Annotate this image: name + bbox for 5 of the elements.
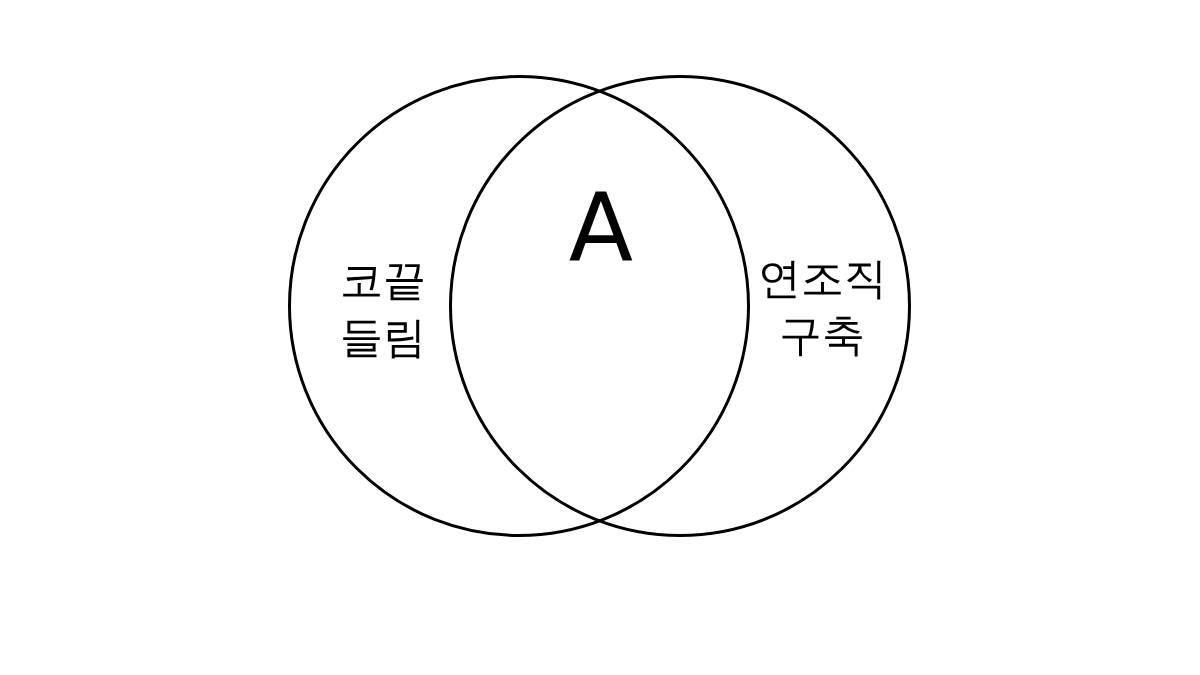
venn-circle <box>449 75 911 537</box>
set-label: 연조직 구축 <box>756 252 888 362</box>
venn-circle <box>288 75 750 537</box>
intersection-label: A <box>568 182 634 276</box>
set-label: 코끝 들림 <box>339 254 427 364</box>
